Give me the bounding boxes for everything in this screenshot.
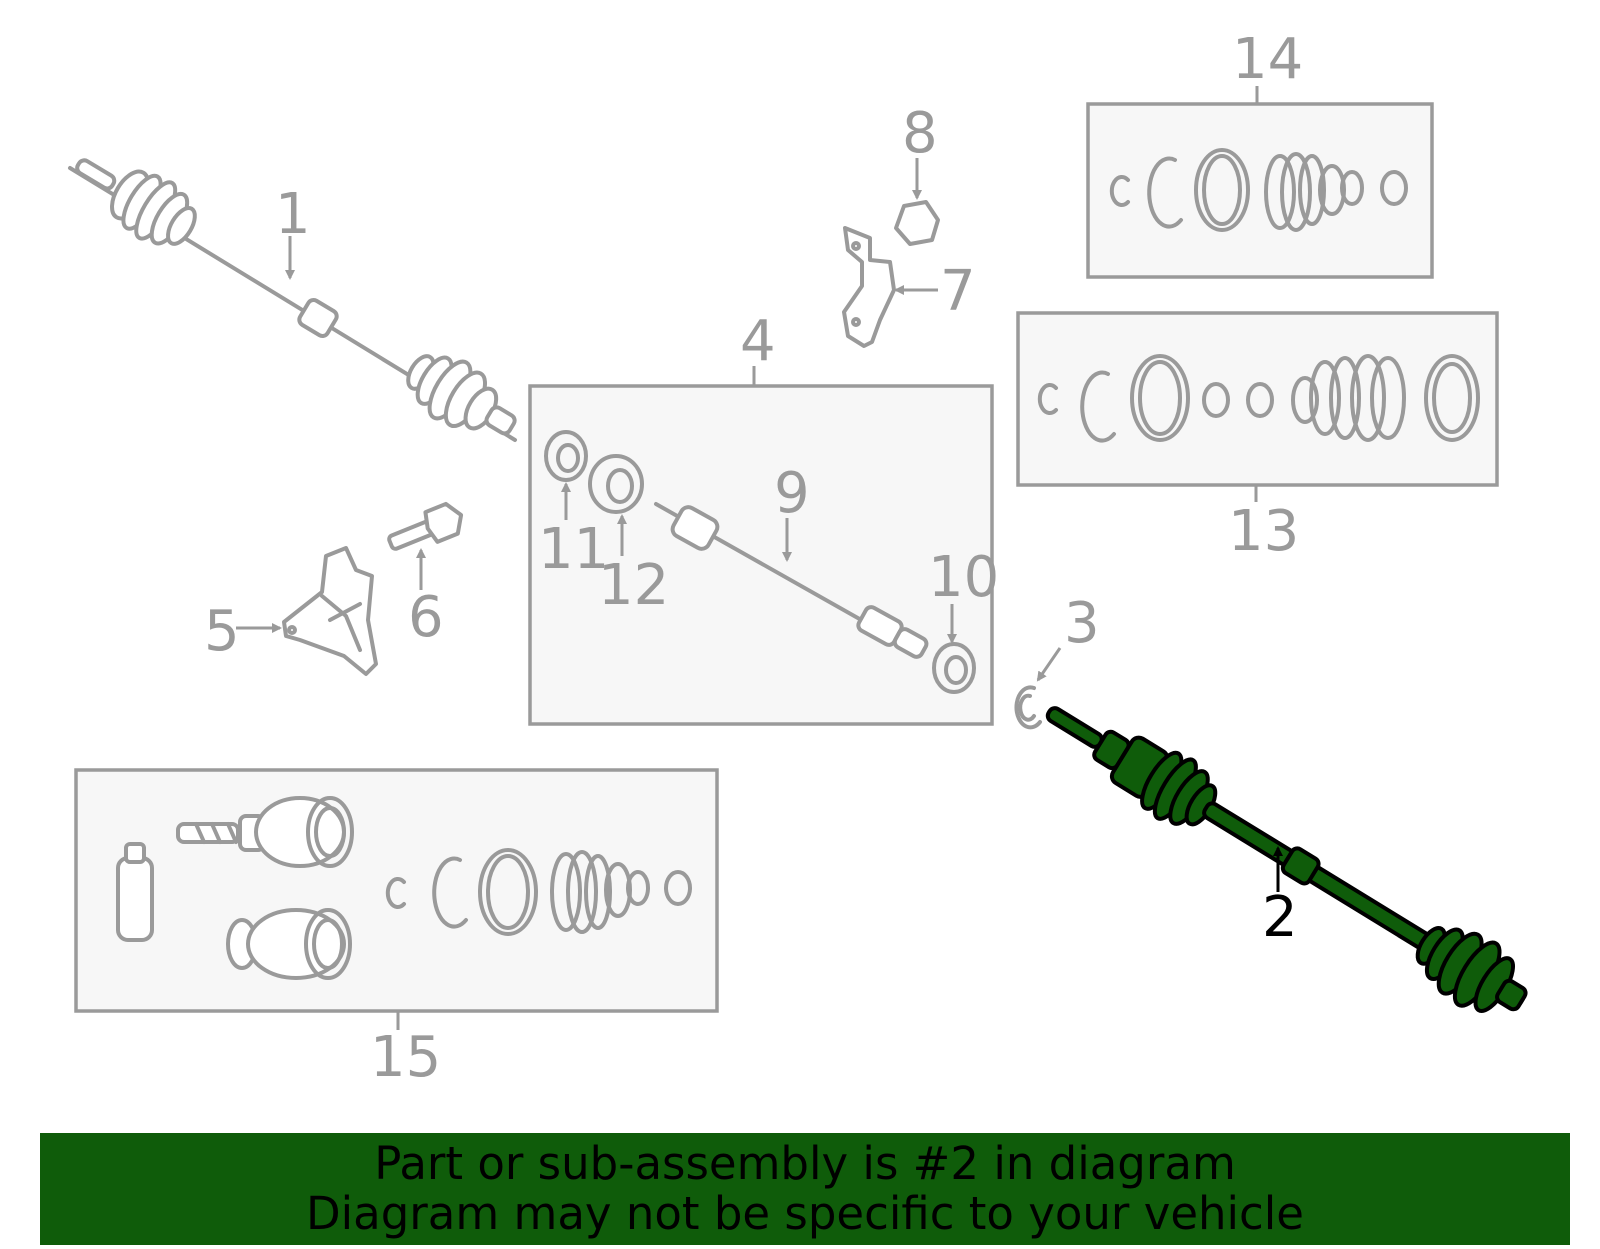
callout-14: 14 <box>1232 27 1303 92</box>
kit-box-4 <box>528 366 994 726</box>
part-8-nut <box>894 158 940 246</box>
banner-line-1: Part or sub-assembly is #2 in diagram <box>374 1137 1236 1190</box>
part-6-bolt <box>387 501 464 590</box>
callout-12: 12 <box>598 553 669 618</box>
callout-7: 7 <box>940 259 976 324</box>
kit-box-14 <box>1086 86 1434 279</box>
kit-box-15 <box>74 768 719 1030</box>
callout-13: 13 <box>1228 499 1299 564</box>
callout-15: 15 <box>370 1025 441 1090</box>
part-2-axle-shaft-highlighted <box>1045 706 1528 1013</box>
callout-4: 4 <box>740 309 776 374</box>
callout-9: 9 <box>774 461 810 526</box>
callout-10: 10 <box>928 545 999 610</box>
info-banner: Part or sub-assembly is #2 in diagram Di… <box>40 1133 1570 1245</box>
kit-box-13 <box>1016 311 1499 502</box>
part-5-bracket <box>236 546 378 676</box>
part-1-axle-shaft <box>68 158 517 442</box>
callout-6: 6 <box>408 585 444 650</box>
callout-11: 11 <box>538 517 609 582</box>
banner-line-2: Diagram may not be specific to your vehi… <box>306 1187 1304 1240</box>
part-3-snap-ring <box>1014 647 1062 730</box>
callout-2: 2 <box>1262 885 1298 950</box>
part-7-bracket <box>842 226 938 348</box>
callout-8: 8 <box>902 101 938 166</box>
callout-1: 1 <box>275 182 311 247</box>
callout-5: 5 <box>204 599 240 664</box>
callout-3: 3 <box>1064 591 1100 656</box>
